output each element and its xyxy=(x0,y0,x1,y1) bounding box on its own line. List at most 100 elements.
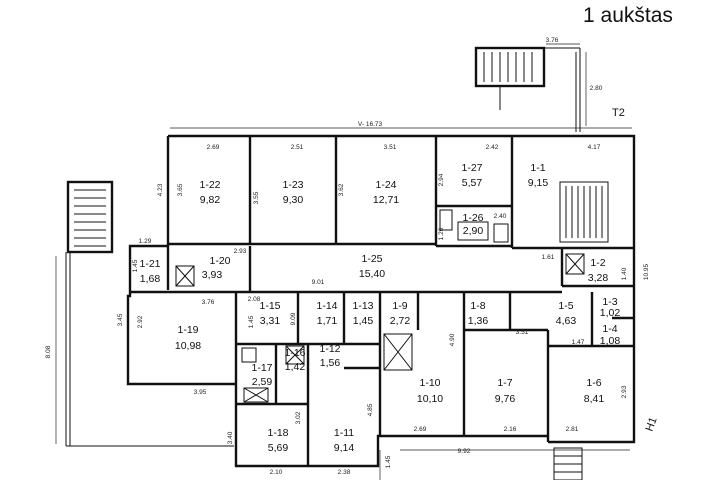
room-id: 1-8 xyxy=(470,300,485,312)
room-1-18: 1-18 5,69 xyxy=(267,427,288,454)
room-id: 1-21 xyxy=(139,258,160,270)
dimension-label: 2.92 xyxy=(137,315,144,328)
dimension-label: 2.51 xyxy=(291,144,304,151)
dimension-label: 1.29 xyxy=(139,238,152,245)
room-area: 9,82 xyxy=(200,194,221,206)
dimension-label: 1.45 xyxy=(248,315,255,328)
room-id: 1-4 xyxy=(602,323,617,335)
dimension-label: 3.40 xyxy=(227,431,234,444)
room-id: 1-25 xyxy=(361,253,382,265)
room-id: 1-22 xyxy=(199,179,220,191)
dimension-label: 1.61 xyxy=(542,254,555,261)
room-1-23: 1-23 9,30 xyxy=(282,179,303,206)
room-1-4: 1-4 1,08 xyxy=(600,323,621,347)
dimension-label: 1.20 xyxy=(438,227,445,240)
room-1-21: 1-21 1,68 xyxy=(139,258,160,285)
room-1-24: 1-24 12,71 xyxy=(373,179,399,206)
dimension-label: 1.47 xyxy=(572,339,585,346)
dimension-label: 1.45 xyxy=(385,455,392,468)
dimension-label: 2.93 xyxy=(234,248,247,255)
dimension-label: 3.51 xyxy=(516,329,529,336)
room-area: 8,41 xyxy=(584,393,605,405)
dimension-label: 2.94 xyxy=(438,173,445,186)
room-area: 15,40 xyxy=(359,268,385,280)
room-id: 1-18 xyxy=(267,427,288,439)
room-1-12: 1-12 1,56 xyxy=(319,343,340,369)
room-area: 9,76 xyxy=(495,393,516,405)
exterior-stair-left xyxy=(55,180,234,447)
room-area: 1,45 xyxy=(353,315,374,327)
dimension-label: 2.69 xyxy=(207,144,220,151)
room-1-5: 1-5 4,63 xyxy=(556,300,577,327)
dim-stair-height: 2.80 xyxy=(590,85,603,92)
room-1-26: 1-26 2,90 xyxy=(462,212,483,237)
room-1-6: 1-6 8,41 xyxy=(584,377,605,405)
dimension-label: 9.92 xyxy=(458,448,471,455)
dimension-label: 10.95 xyxy=(643,263,650,280)
room-area: 1,02 xyxy=(600,307,621,319)
room-area: 2,59 xyxy=(252,376,273,388)
room-area: 3,93 xyxy=(202,269,223,281)
room-id: 1-24 xyxy=(375,179,396,191)
room-id: 1-3 xyxy=(602,296,617,308)
room-area: 9,14 xyxy=(334,442,355,454)
dimension-label: 2.10 xyxy=(270,469,283,476)
room-1-15: 1-15 3,31 xyxy=(259,300,280,327)
dimension-label: 9.01 xyxy=(312,279,325,286)
room-id: 1-6 xyxy=(586,377,601,389)
room-area: 9,30 xyxy=(283,194,304,206)
room-1-2: 1-2 3,28 xyxy=(588,257,609,284)
room-area: 10,10 xyxy=(417,393,443,405)
floor-title: 1 aukštas xyxy=(583,4,673,27)
room-1-19: 1-19 10,98 xyxy=(175,324,201,352)
room-area: 10,98 xyxy=(175,340,201,352)
stair-exit-mark: T2 xyxy=(612,107,625,119)
room-id: 1-17 xyxy=(251,362,272,374)
exit-stair-bottom xyxy=(379,447,630,480)
room-1-1: 1-1 9,15 xyxy=(528,162,549,189)
dim-stair-width: 3.76 xyxy=(546,37,559,44)
room-area: 1,42 xyxy=(285,361,306,373)
room-1-14: 1-14 1,71 xyxy=(316,300,337,327)
room-1-3: 1-3 1,02 xyxy=(600,296,621,319)
dimension-label: 2.16 xyxy=(504,426,517,433)
dimension-label: 3.62 xyxy=(338,183,345,196)
room-area: 5,57 xyxy=(462,177,483,189)
dimension-label: 2.08 xyxy=(248,296,261,303)
room-area: 9,15 xyxy=(528,177,549,189)
room-id: 1-1 xyxy=(530,162,545,174)
room-1-22: 1-22 9,82 xyxy=(199,179,220,206)
room-1-7: 1-7 9,76 xyxy=(495,377,516,405)
room-area: 3,31 xyxy=(260,315,281,327)
room-1-11: 1-11 9,14 xyxy=(334,427,355,454)
exterior-stair-top xyxy=(474,43,587,132)
room-area: 2,90 xyxy=(463,225,484,237)
room-1-9: 1-9 2,72 xyxy=(390,300,411,327)
dimension-label: 3.51 xyxy=(384,144,397,151)
room-area: 3,28 xyxy=(588,272,609,284)
room-area: 1,08 xyxy=(600,335,621,347)
dimension-label: 4.23 xyxy=(157,183,164,196)
top-row-walls xyxy=(168,136,634,250)
room-area: 5,69 xyxy=(268,442,289,454)
room-area: 2,72 xyxy=(390,315,411,327)
room-id: 1-15 xyxy=(259,300,280,312)
dimension-label: 2.40 xyxy=(494,213,507,220)
room-id: 1-26 xyxy=(462,212,483,224)
room-area: 1,68 xyxy=(140,273,161,285)
room-1-27: 1-27 5,57 xyxy=(461,162,482,189)
dimension-label: 2.38 xyxy=(338,469,351,476)
dimension-label: 4.90 xyxy=(449,333,456,346)
room-id: 1-14 xyxy=(316,300,337,312)
dimension-label: 4.85 xyxy=(367,403,374,416)
room-area: 1,56 xyxy=(320,357,341,369)
room-1-16: 1-16 1,42 xyxy=(284,347,305,373)
dimension-label: 1.45 xyxy=(132,259,139,272)
section-mark: H1 xyxy=(644,416,660,433)
room-id: 1-23 xyxy=(282,179,303,191)
dimension-label: 2.93 xyxy=(621,385,628,398)
dim-overall-length: V- 16.73 xyxy=(358,121,383,128)
room-area: 12,71 xyxy=(373,194,399,206)
room-id: 1-9 xyxy=(392,300,407,312)
